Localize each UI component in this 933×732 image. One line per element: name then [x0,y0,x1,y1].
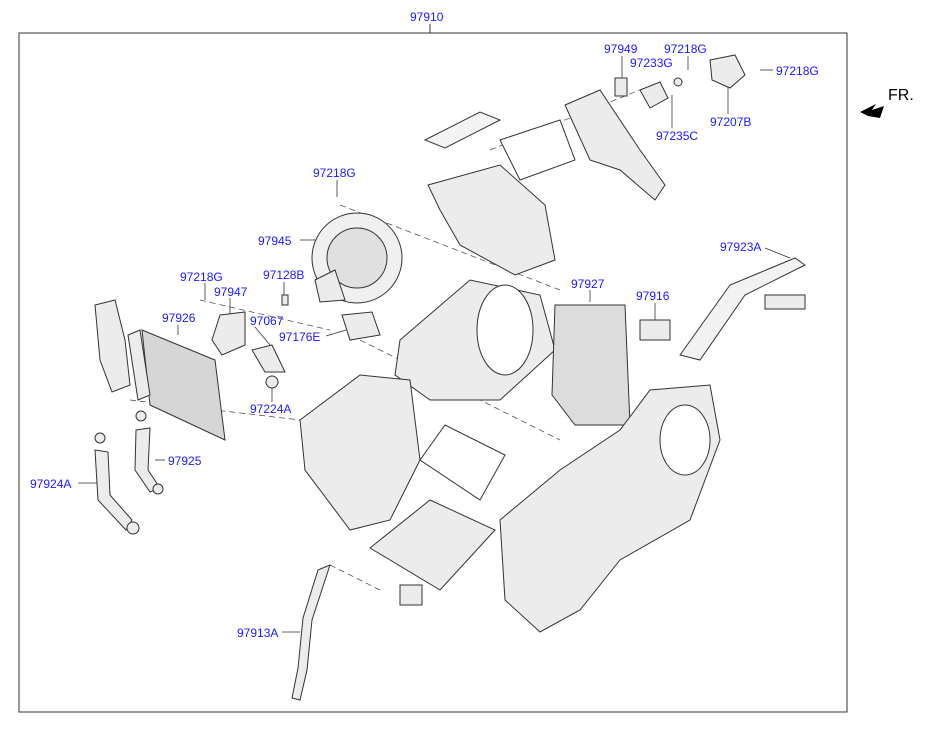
hose-clamp-d [152,483,164,495]
label-97176E: 97176E [279,330,321,344]
case-left [299,374,421,531]
label-97945: 97945 [258,234,292,248]
actuator-97207B [709,54,746,89]
clip-97128B [281,294,289,306]
hose-clamp-b [126,521,140,535]
label-97235C: 97235C [656,129,699,143]
label-97207B: 97207B [710,115,752,129]
heater-bracket [94,299,131,393]
label-97218G-a: 97218G [664,42,707,56]
label-top-97910: 97910 [410,10,444,24]
sensor-97916 [639,319,671,341]
filter-element [499,119,576,181]
hose-97924A [94,449,133,531]
pipe-97923A [679,257,806,361]
label-97947: 97947 [214,285,248,299]
label-97067: 97067 [250,314,284,328]
clip-97218G [673,77,683,87]
hose-clamp-c [135,410,147,422]
blower-base [314,269,346,303]
grommet-97224A [265,375,279,389]
actuator-97949 [614,77,628,97]
label-97218G-d: 97218G [180,270,223,284]
parts [94,54,806,701]
link-97233G [639,81,669,109]
bracket-assembly [564,89,666,201]
hose-clamp [94,432,106,444]
front-arrow-icon [860,104,884,118]
label-97925: 97925 [168,454,202,468]
actuator-97947 [211,311,246,356]
filter-frame [423,111,502,149]
heater-core-97926 [141,329,226,441]
label-97218G-b: 97218G [776,64,819,78]
label-97923A: 97923A [720,240,762,254]
label-97927: 97927 [571,277,605,291]
drain-outlet [399,584,423,606]
label-97926: 97926 [162,311,196,325]
filter-block [419,424,506,501]
label-97949: 97949 [604,42,638,56]
drain-hose-97913A [291,564,331,701]
label-97218G-c: 97218G [313,166,356,180]
label-97916: 97916 [636,289,670,303]
leader-lines [78,56,791,633]
pipe-bracket [764,294,806,310]
upper-housing [427,164,556,276]
frame-border [18,32,848,713]
heater-pipe [127,329,151,401]
label-97913A: 97913A [237,626,279,640]
label-front-direction: FR. [888,87,914,104]
duct-97067 [251,344,286,373]
label-97233G: 97233G [630,56,673,70]
resistor-97176E [341,311,381,341]
evaporator-97927 [551,304,631,426]
label-97128B: 97128B [263,268,305,282]
label-97224A: 97224A [250,402,292,416]
drain-pan [369,499,496,591]
label-97924A: 97924A [30,477,72,491]
